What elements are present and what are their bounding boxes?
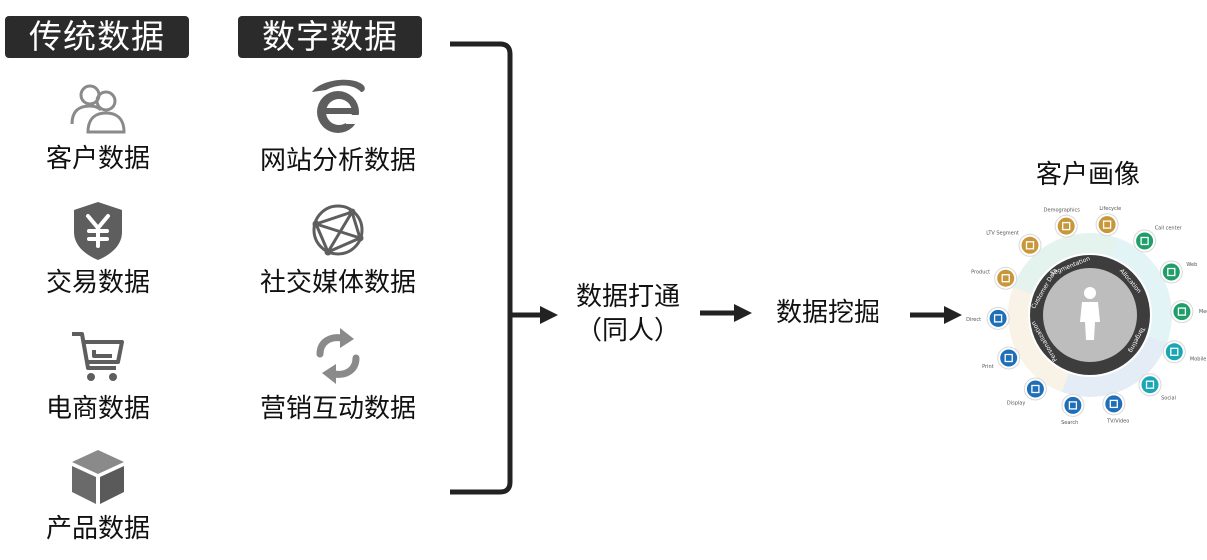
channel-icon <box>1102 392 1126 416</box>
channel-label: Meeting <box>1199 309 1207 315</box>
halo-segment <box>1111 237 1172 344</box>
arrow-to-mining <box>700 304 752 322</box>
customer-portrait-title: 客户画像 <box>1035 160 1140 190</box>
channel-label: Web <box>1186 262 1197 268</box>
ecommerce-data-item: 电商数据 <box>18 324 178 426</box>
product-data-item: 产品数据 <box>18 444 178 546</box>
users-icon <box>70 84 126 134</box>
same-person-label: （同人） <box>575 316 680 346</box>
channel-icon <box>1159 260 1183 284</box>
halo-segment <box>1061 336 1168 397</box>
channel-label: Social <box>1161 396 1176 402</box>
social-media-data-item: 社交媒体数据 <box>240 198 436 300</box>
channel-label: Search <box>1061 420 1078 426</box>
channel-icon <box>1170 300 1194 324</box>
channel-label: Direct <box>966 317 981 323</box>
marketing-interaction-data-item: 营销互动数据 <box>240 324 436 426</box>
customer-data-label: 客户数据 <box>45 144 150 174</box>
channel-icon <box>1138 373 1162 397</box>
ecommerce-data-label: 电商数据 <box>45 394 150 424</box>
channel-icon <box>986 306 1010 330</box>
browser-e-icon <box>312 79 366 133</box>
channel-icon <box>1162 340 1186 364</box>
halo-segment <box>1008 286 1069 393</box>
channel-icon <box>1018 233 1042 257</box>
data-mining-label: 数据挖掘 <box>775 298 880 328</box>
customer-data-item: 客户数据 <box>18 74 178 176</box>
transaction-data-item: 交易数据 <box>18 198 178 300</box>
web-analytics-data-label: 网站分析数据 <box>259 146 416 176</box>
data-integration-label: 数据打通 <box>575 282 680 312</box>
channel-label: TV/Video <box>1106 418 1129 424</box>
web-analytics-data-item: 网站分析数据 <box>240 76 436 178</box>
marketing-interaction-data-label: 营销互动数据 <box>259 394 416 424</box>
traditional-data-header: 传统数据 <box>5 16 189 58</box>
data-integration-step: 数据打通 （同人） <box>560 280 696 348</box>
channel-label: Product <box>971 269 990 275</box>
digital-data-header: 数字数据 <box>238 16 422 58</box>
channel-icon <box>997 346 1021 370</box>
channel-label: Display <box>1007 401 1025 407</box>
social-media-data-label: 社交媒体数据 <box>259 268 416 298</box>
arrow-to-portrait <box>910 306 962 324</box>
refresh-arrows-icon <box>316 328 360 384</box>
person-silhouette-icon <box>1080 287 1100 340</box>
channel-label: Call center <box>1155 225 1183 231</box>
channel-label: Mobile <box>1190 357 1206 363</box>
box-icon <box>72 450 124 504</box>
transaction-data-label: 交易数据 <box>45 268 150 298</box>
channel-icon <box>1054 214 1078 238</box>
network-globe-icon <box>312 204 364 256</box>
channel-icon <box>994 266 1018 290</box>
arrow-to-integration <box>510 306 558 324</box>
channel-label: Demographics <box>1044 208 1081 214</box>
channel-icon <box>1061 393 1085 417</box>
merge-bracket <box>450 41 513 495</box>
channel-icon <box>1095 213 1119 237</box>
shopping-cart-icon <box>72 332 124 381</box>
channel-label: LTV Segment <box>986 230 1019 236</box>
halo-segment <box>1012 232 1119 294</box>
product-data-label: 产品数据 <box>45 514 150 544</box>
channel-icon <box>1023 377 1047 401</box>
channel-label: Lifecycle <box>1099 206 1121 212</box>
yuan-shield-icon <box>74 202 122 260</box>
channel-icon <box>1133 229 1157 253</box>
channel-label: Print <box>982 364 994 370</box>
